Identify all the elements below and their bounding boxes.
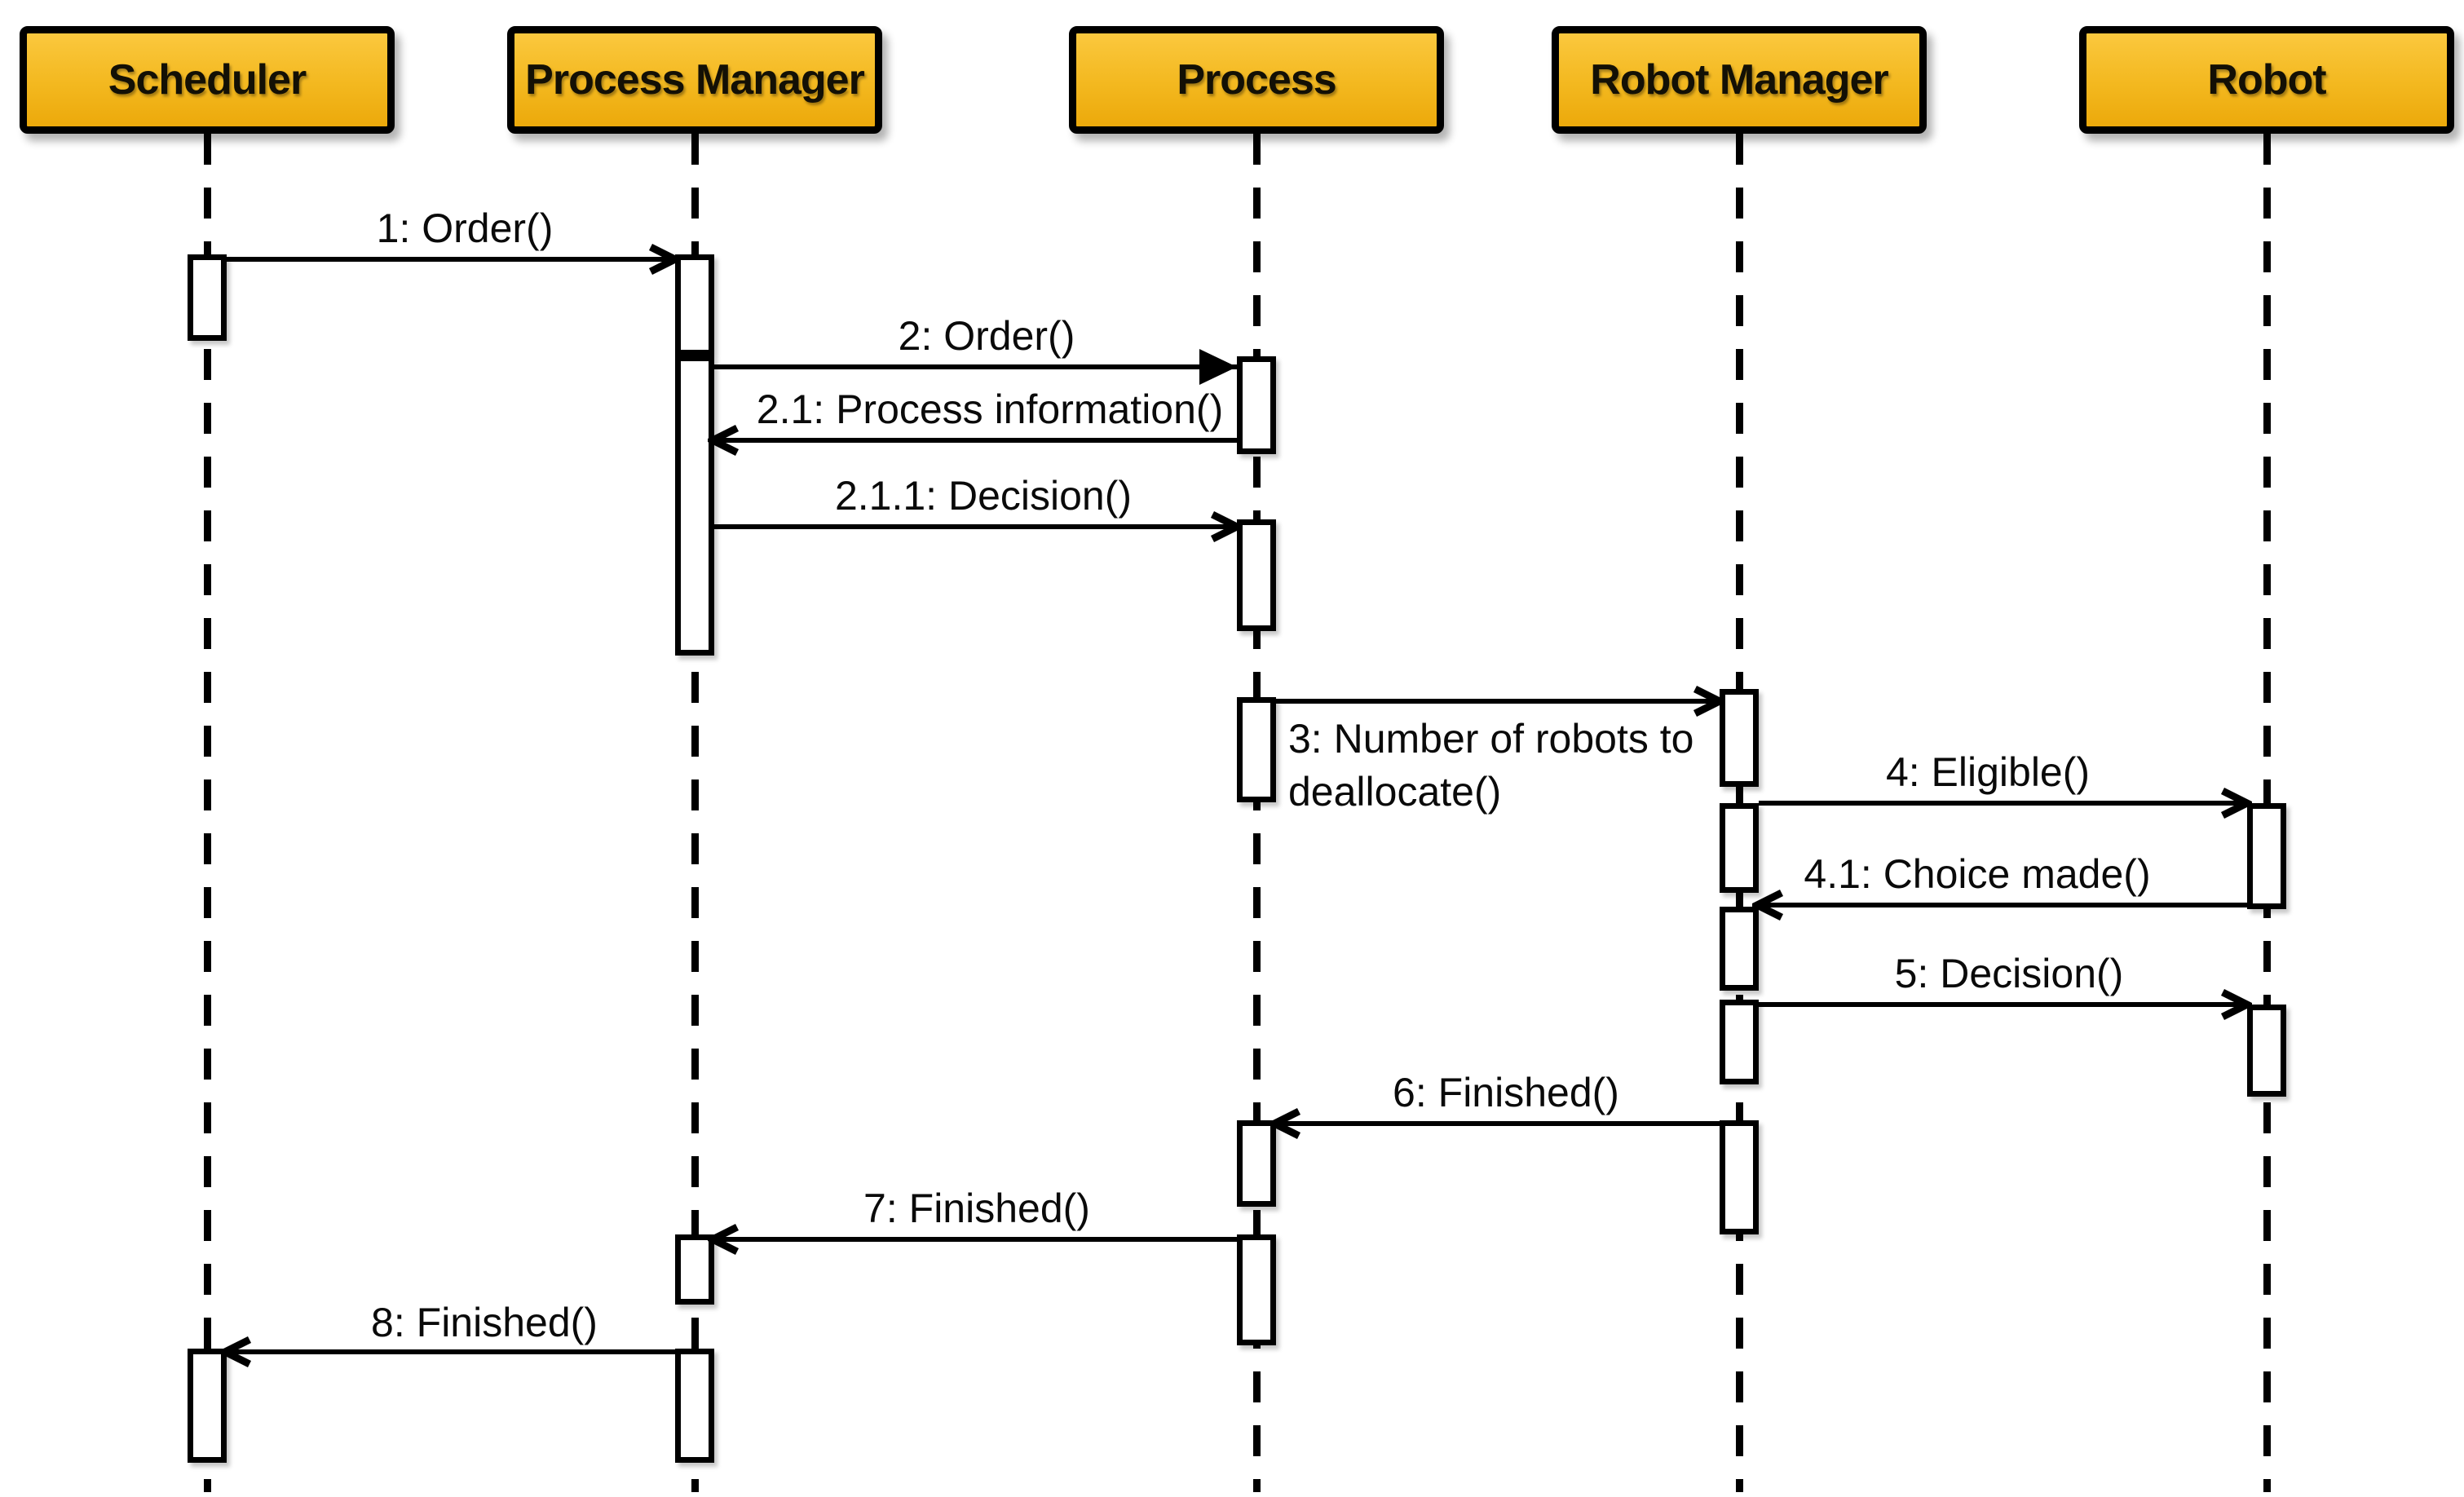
activation-process-msg3 bbox=[1237, 697, 1276, 802]
actor-header-scheduler: Scheduler bbox=[20, 26, 395, 134]
activation-robot-msg4 bbox=[2247, 803, 2286, 909]
actor-name-robot-manager: Robot Manager bbox=[1590, 56, 1888, 104]
activation-process-manager-msg8 bbox=[675, 1349, 714, 1463]
message-2-1-label: 2.1: Process information() bbox=[756, 386, 1224, 432]
message-1-line bbox=[227, 257, 675, 262]
activation-robot-manager-msg41 bbox=[1720, 907, 1759, 991]
arrowhead-open-left-icon bbox=[708, 424, 740, 457]
arrowhead-open-right-icon bbox=[1210, 510, 1242, 543]
message-2-1-line bbox=[714, 438, 1237, 443]
message-5-label: 5: Decision() bbox=[1894, 951, 2124, 996]
actor-name-scheduler: Scheduler bbox=[108, 56, 307, 104]
message-7-label: 7: Finished() bbox=[863, 1186, 1090, 1231]
activation-process-msg7 bbox=[1237, 1234, 1276, 1345]
activation-robot-manager-msg6 bbox=[1720, 1120, 1759, 1234]
activation-process-manager-msg2 bbox=[675, 355, 714, 656]
activation-robot-manager-msg5 bbox=[1720, 1000, 1759, 1084]
activation-scheduler-msg8 bbox=[188, 1349, 227, 1463]
activation-scheduler-msg1 bbox=[188, 254, 227, 341]
actor-header-robot-manager: Robot Manager bbox=[1552, 26, 1927, 134]
activation-process-msg6 bbox=[1237, 1120, 1276, 1207]
message-2-label: 2: Order() bbox=[898, 313, 1075, 359]
message-2-1-1-line bbox=[714, 524, 1237, 529]
activation-robot-manager-msg4 bbox=[1720, 803, 1759, 893]
actor-name-process: Process bbox=[1177, 56, 1336, 104]
message-4-1-line bbox=[1759, 903, 2247, 907]
activation-process-msg2 bbox=[1237, 356, 1276, 454]
arrowhead-open-left-icon bbox=[220, 1336, 252, 1368]
activation-process-msg211 bbox=[1237, 519, 1276, 631]
actor-name-robot: Robot bbox=[2207, 56, 2326, 104]
lifeline-scheduler bbox=[204, 134, 211, 1492]
actor-name-process-manager: Process Manager bbox=[525, 56, 865, 104]
arrowhead-open-left-icon bbox=[1752, 889, 1784, 921]
message-4-line bbox=[1759, 801, 2247, 806]
arrowhead-filled-right-icon bbox=[1199, 349, 1237, 385]
activation-process-manager-msg7 bbox=[675, 1234, 714, 1305]
message-5-line bbox=[1759, 1002, 2247, 1007]
arrowhead-open-right-icon bbox=[648, 243, 680, 276]
activation-robot-manager-msg3 bbox=[1720, 689, 1759, 787]
message-6-label: 6: Finished() bbox=[1393, 1070, 1619, 1115]
arrowhead-open-right-icon bbox=[2220, 787, 2252, 819]
message-8-line bbox=[227, 1349, 675, 1354]
message-4-1-label: 4.1: Choice made() bbox=[1804, 851, 2151, 897]
message-6-line bbox=[1276, 1121, 1720, 1126]
actor-header-process-manager: Process Manager bbox=[507, 26, 882, 134]
activation-robot-msg5 bbox=[2247, 1005, 2286, 1097]
arrowhead-open-left-icon bbox=[1270, 1107, 1301, 1140]
arrowhead-open-right-icon bbox=[2220, 988, 2252, 1021]
message-2-line bbox=[714, 364, 1237, 369]
message-7-line bbox=[714, 1237, 1237, 1242]
message-1-label: 1: Order() bbox=[376, 205, 554, 251]
actor-header-robot: Robot bbox=[2079, 26, 2454, 134]
arrowhead-open-left-icon bbox=[708, 1223, 740, 1256]
actor-header-process: Process bbox=[1069, 26, 1444, 134]
message-3-label: 3: Number of robots to deallocate() bbox=[1288, 716, 1694, 815]
arrowhead-open-right-icon bbox=[1693, 685, 1724, 718]
activation-process-manager-msg1 bbox=[675, 254, 714, 355]
message-2-1-1-label: 2.1.1: Decision() bbox=[834, 473, 1133, 519]
message-3-line bbox=[1276, 699, 1720, 704]
lifeline-process-manager bbox=[691, 134, 699, 1492]
message-4-label: 4: Eligible() bbox=[1885, 749, 2091, 795]
message-8-label: 8: Finished() bbox=[371, 1300, 598, 1345]
lifeline-process bbox=[1253, 134, 1261, 1492]
